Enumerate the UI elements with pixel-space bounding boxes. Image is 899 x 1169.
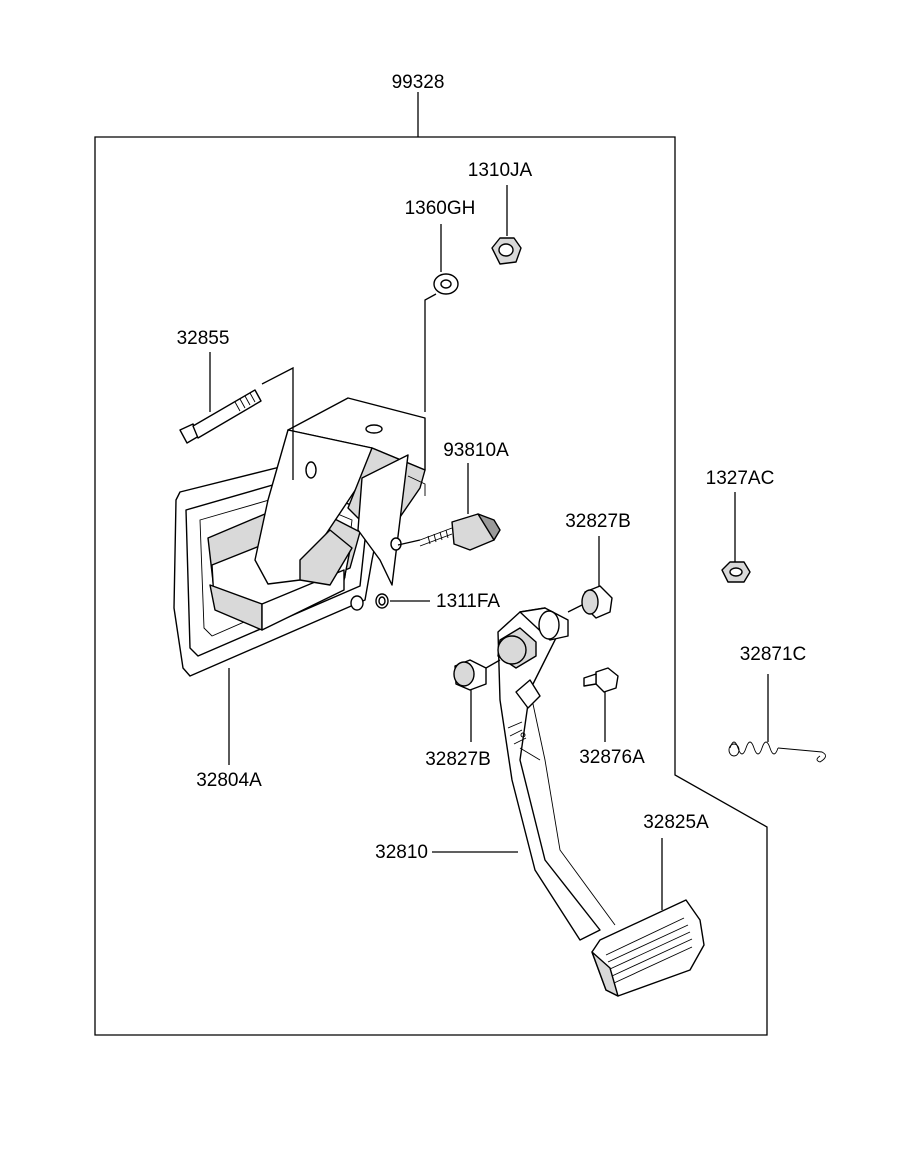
bushing-upper-icon <box>581 585 613 619</box>
return-spring-icon <box>728 741 826 763</box>
bushing-upper-label: 32827B <box>565 511 631 532</box>
nut-label: 1310JA <box>468 160 533 181</box>
bolt-icon <box>179 389 262 444</box>
stopper-label: 32876A <box>579 747 645 768</box>
flange-nut-icon <box>721 561 751 583</box>
washer-label: 1360GH <box>405 198 476 219</box>
flange-nut-label: 1327AC <box>706 468 775 489</box>
bushing-lower-label: 32827B <box>425 749 491 770</box>
hex-nut-icon <box>491 237 522 265</box>
retaining-washer-icon <box>350 593 389 611</box>
bushing-lower-axis-line <box>485 659 501 669</box>
switch-label: 93810A <box>443 440 509 461</box>
group-outline-frame <box>94 136 768 1036</box>
retaining-washer-label: 1311FA <box>436 591 500 612</box>
spring-label: 32871C <box>740 644 807 665</box>
stop-lamp-switch-icon <box>419 513 501 551</box>
pedal-arm-icon <box>497 607 616 941</box>
switch-axis-line <box>397 539 421 546</box>
pedal-pad-icon <box>591 899 705 997</box>
bolt-axis-line <box>261 366 294 480</box>
bracket-label: 32804A <box>196 770 262 791</box>
pedal-pad-label: 32825A <box>643 812 709 833</box>
bushing-lower-icon <box>453 659 487 691</box>
bolt-label: 32855 <box>177 328 230 349</box>
pedal-stopper-icon <box>583 667 619 693</box>
bushing-upper-axis-line <box>567 604 583 613</box>
pedal-arm-label: 32810 <box>375 842 428 863</box>
washer-axis-line <box>424 293 437 412</box>
group-label: 99328 <box>392 72 445 93</box>
washer-icon <box>433 273 459 295</box>
bracket-assembly <box>173 397 426 677</box>
